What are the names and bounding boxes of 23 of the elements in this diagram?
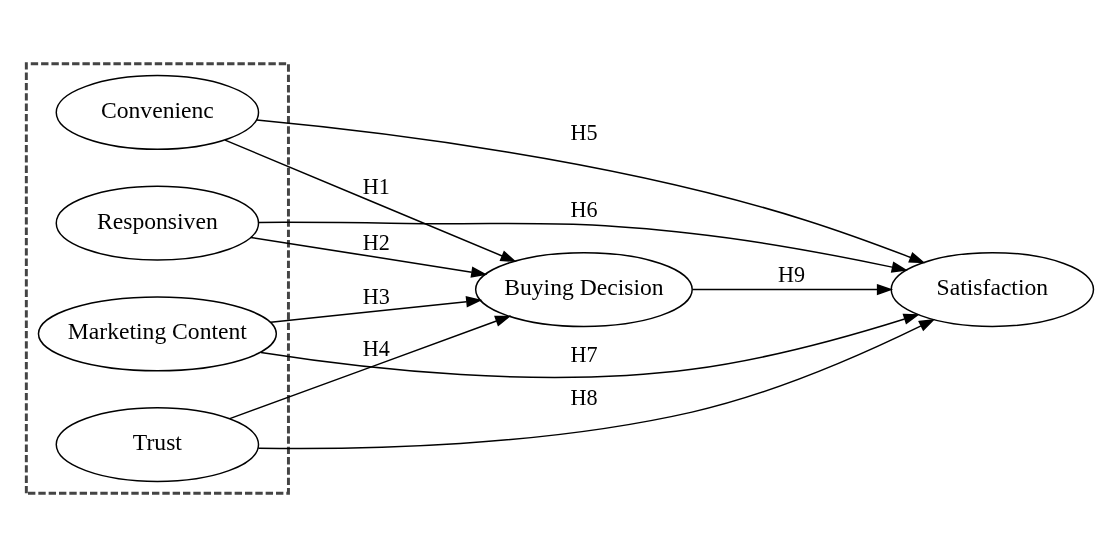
arrow [229,315,512,420]
arrow [250,236,488,278]
edge-label: H5 [570,120,598,146]
node-ellipse: Marketing Content [37,296,278,372]
edge-label: H9 [778,262,806,288]
node-ellipse: Trust [55,406,260,483]
edge-label: H7 [570,341,598,367]
arrow [256,119,926,264]
arrow [270,296,483,323]
edge-label: H4 [362,336,390,361]
arrow [224,139,517,263]
arrow [257,318,936,450]
edge-label: H1 [362,173,390,199]
arrow [260,313,920,379]
cluster [24,62,290,495]
arrow [691,283,894,296]
node-ellipse: Convenienc [55,74,260,151]
node-ellipse: Responsiven [55,185,260,261]
edge-label: H8 [570,384,598,410]
edge-label: H2 [362,229,390,255]
edge-label: H3 [362,284,390,310]
arrow [257,221,908,273]
edge-label: H6 [570,197,598,223]
